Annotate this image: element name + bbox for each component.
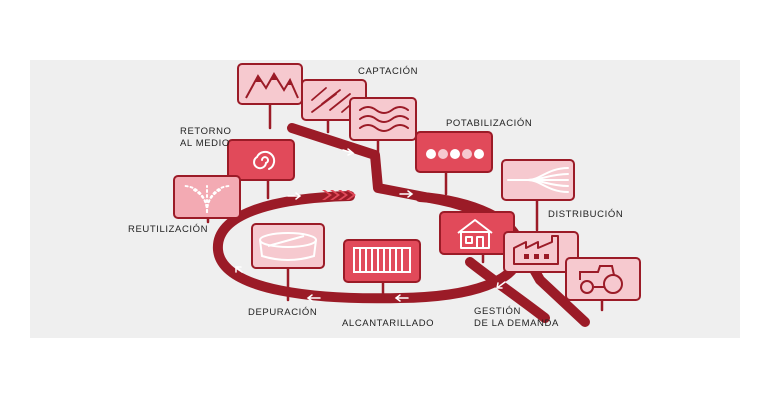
label-reutilizacion: REUTILIZACIÓN <box>128 224 209 235</box>
fountain-icon <box>183 185 231 213</box>
label-retorno-line2: AL MEDIO <box>180 138 230 149</box>
house-icon <box>457 219 493 249</box>
label-gestion-line1: GESTIÓN <box>474 306 521 317</box>
depuracion-card <box>251 223 325 269</box>
tractor-icon <box>579 265 623 294</box>
flow-arrow-icons <box>235 148 506 302</box>
settling-tank-icon <box>259 232 317 261</box>
waves-card <box>349 97 417 141</box>
alcantarillado-card <box>343 239 421 283</box>
house-card <box>439 211 515 255</box>
reutilizacion-card <box>173 175 241 219</box>
demand-pipe <box>465 257 550 323</box>
factory-card <box>503 231 579 273</box>
filter-dots-icon <box>426 149 484 159</box>
label-potabilizacion: POTABILIZACIÓN <box>446 118 533 129</box>
label-retorno-line1: RETORNO <box>180 126 232 137</box>
tractor-card <box>565 257 641 301</box>
label-gestion-line2: DE LA DEMANDA <box>474 318 559 329</box>
retorno-card <box>227 139 295 181</box>
grate-icon <box>353 247 411 273</box>
spiral-icon <box>253 150 276 170</box>
mountains-card <box>237 63 303 105</box>
factory-icon <box>513 235 559 265</box>
label-depuracion: DEPURACIÓN <box>248 307 318 318</box>
distribucion-card <box>501 159 575 201</box>
label-alcantarillado: ALCANTARILLADO <box>342 318 435 329</box>
potabilizacion-card <box>415 131 493 173</box>
waves-icon <box>359 106 409 132</box>
label-retorno: RETORNO AL MEDIO <box>180 126 232 150</box>
label-captacion: CAPTACIÓN <box>358 66 419 77</box>
flow-chevrons-icon <box>322 190 356 200</box>
branches-icon <box>507 167 569 193</box>
label-gestion: GESTIÓN DE LA DEMANDA <box>474 306 559 330</box>
label-distribucion: DISTRIBUCIÓN <box>548 209 624 220</box>
